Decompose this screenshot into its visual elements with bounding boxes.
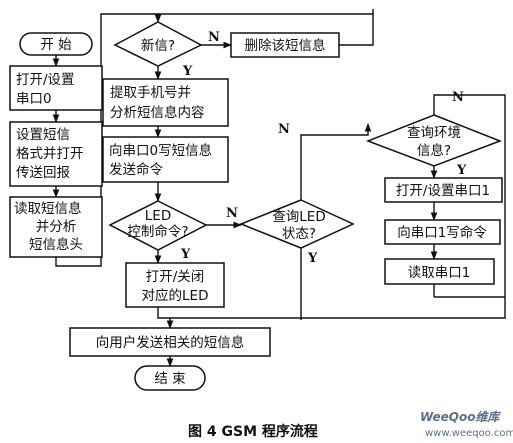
label-no-query-led: N (278, 122, 290, 137)
node-send-sms-label: 向用户发送相关的短信息 (96, 334, 245, 351)
node-write-serial0: 向串口0写短信息 发送命令 (102, 136, 229, 183)
node-read-sms-header-line3: 短信息头 (29, 236, 83, 253)
node-delete-message-label: 删除该短信息 (245, 37, 326, 54)
node-set-sms-format-line3: 传送回报 (16, 165, 70, 181)
node-query-led-line2: 状态? (282, 226, 316, 242)
node-open-serial1-label: 打开/设置串口1 (396, 182, 490, 199)
node-query-env: 查询环境 信息? (365, 114, 503, 167)
node-new-message-label: 新信? (141, 38, 175, 54)
node-send-sms: 向用户发送相关的短信息 (69, 327, 271, 357)
label-no-new-message: N (208, 30, 220, 45)
node-open-serial0: 打开/设置 串口0 (9, 65, 103, 111)
node-read-serial1-label: 读取串口1 (408, 265, 471, 281)
watermark-url: www.weeqoo.com (425, 428, 513, 439)
connectors (52, 9, 506, 367)
node-extract-phone-line2: 分析短信息内容 (110, 104, 205, 121)
node-toggle-led-line1: 打开/关闭 (146, 268, 205, 285)
node-write-serial0-line2: 发送命令 (109, 161, 163, 178)
env-no-to-merge (301, 94, 506, 319)
node-query-env-line1: 查询环境 (407, 125, 461, 141)
node-start: 开 始 (19, 32, 93, 56)
node-query-led: 查询LED 状态? (238, 199, 355, 249)
label-no-query-env: N (452, 90, 464, 105)
node-write-serial0-line1: 向串口0写短信息 (109, 142, 212, 159)
node-open-serial0-line2: 串口0 (16, 91, 52, 107)
label-yes-new-message: Y (182, 64, 193, 79)
node-read-sms-header-line2: 并分析 (36, 219, 77, 235)
figure-caption: 图 4 GSM 程序流程 (188, 423, 318, 440)
watermark-brand: WeeQoo维库 (420, 410, 501, 424)
node-led-command-line1: LED (145, 208, 171, 224)
node-read-sms-header: 读取短信息 并分析 短信息头 (9, 196, 103, 258)
node-toggle-led-line2: 对应的LED (142, 287, 209, 304)
node-led-command: LED 控制命令? (108, 200, 208, 251)
query-led-to-env (300, 123, 372, 200)
toggle-to-merge (157, 307, 301, 319)
label-yes-query-led: Y (307, 251, 318, 266)
node-end-label: 结 束 (154, 371, 186, 387)
node-read-serial1: 读取串口1 (384, 258, 495, 285)
branch-labels: N Y N Y Y N N Y (180, 30, 467, 266)
node-extract-phone: 提取手机号并 分析短信息内容 (102, 78, 229, 127)
label-yes-led-command: Y (180, 247, 191, 262)
node-start-label: 开 始 (40, 37, 72, 53)
node-delete-message: 删除该短信息 (230, 32, 340, 58)
node-write-serial1-label: 向串口1写命令 (397, 224, 487, 241)
node-open-serial0-line1: 打开/设置 (16, 71, 75, 88)
node-read-sms-header-line1: 读取短信息 (14, 200, 82, 217)
label-no-led-command: N (226, 206, 238, 221)
loop-delete-back (158, 13, 374, 46)
node-set-sms-format-line2: 格式并打开 (16, 145, 84, 162)
node-led-command-line2: 控制命令? (127, 223, 188, 240)
node-write-serial1: 向串口1写命令 (384, 219, 501, 245)
node-query-env-line2: 信息? (417, 142, 451, 159)
node-toggle-led: 打开/关闭 对应的LED (125, 262, 225, 308)
node-set-sms-format: 设置短信 格式并打开 传送回报 (9, 121, 103, 187)
node-open-serial1: 打开/设置串口1 (384, 177, 503, 203)
label-yes-query-env: Y (456, 163, 467, 178)
node-new-message: 新信? (113, 21, 203, 67)
watermark: WeeQoo维库 www.weeqoo.com (420, 410, 513, 439)
node-query-led-line1: 查询LED (272, 209, 325, 225)
node-end: 结 束 (134, 365, 206, 391)
node-extract-phone-line1: 提取手机号并 (110, 85, 191, 101)
node-set-sms-format-line1: 设置短信 (16, 127, 70, 143)
